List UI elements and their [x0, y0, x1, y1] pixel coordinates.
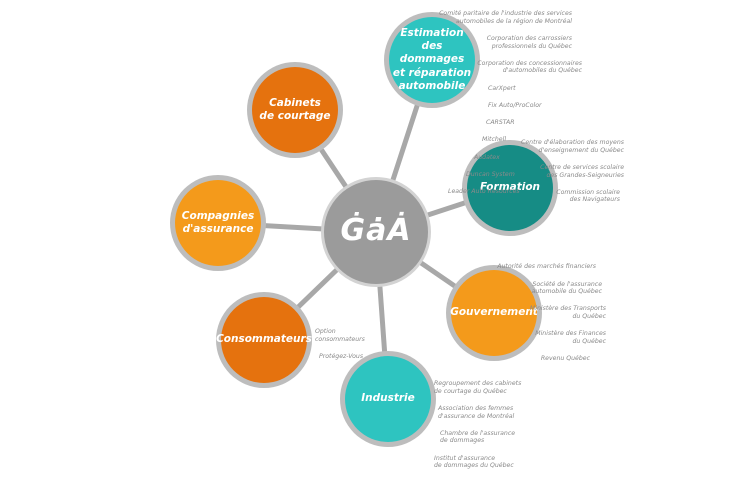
annotation-item: Institut d'assurance de dommages du Québ…	[434, 454, 514, 469]
annotation-item: Option consommateurs	[315, 328, 365, 343]
annotation-item: Association des femmes d'assurance de Mo…	[438, 405, 515, 420]
annotation-item: Centre d'élaboration des moyens d'enseig…	[521, 139, 624, 154]
node-circle-gouvernement	[451, 270, 537, 356]
annotation-item: Société de l'assurance automobile du Qué…	[531, 280, 602, 296]
annotation-item: Commission scolaire des Navigateurs	[556, 188, 620, 204]
ecosystem-diagram: ĠȧȦ Estimation des dommages et réparatio…	[170, 3, 624, 469]
annotation-item: Ministère des Transports du Québec	[529, 305, 606, 320]
annotations-formation: Centre d'élaboration des moyens d'enseig…	[500, 132, 624, 214]
circles	[170, 12, 558, 447]
annotation-item: Centre de services scolaire des Grandes-…	[540, 164, 624, 179]
annotation-item: CarXpert	[488, 84, 516, 92]
annotations-estimation: Comité paritaire de l'industrie des serv…	[400, 3, 582, 205]
annotations-industrie: Regroupement des cabinets de courtage du…	[434, 373, 534, 479]
annotation-item: CARSTAR	[486, 119, 515, 127]
node-circle-cabinets	[252, 67, 338, 153]
annotation-item: Revenu Québec	[540, 354, 590, 362]
annotation-item: Comité paritaire de l'industrie des serv…	[439, 10, 572, 25]
node-circle-formation	[467, 145, 553, 231]
hub-logo: ĠȧȦ	[326, 200, 426, 260]
annotation-item: Leader Auto Resources	[448, 188, 520, 196]
hub-circle	[324, 180, 428, 284]
annotation-item: Chambre de l'assurance de dommages	[440, 429, 516, 445]
annotation-item: Ministère des Finances du Québec	[535, 330, 606, 345]
annotation-item: Corporation des concessionnaires d'autom…	[477, 59, 582, 75]
node-circle-estimation	[389, 17, 475, 103]
annotation-item: Protégez-Vous	[319, 353, 364, 361]
annotation-item: Audatex	[474, 153, 500, 161]
annotation-item: Mitchell	[482, 136, 507, 144]
annotation-item: Corporation des carrossiers professionne…	[486, 35, 572, 50]
node-circle-industrie	[345, 356, 431, 442]
gaa-logo-icon: ĠȧȦ	[340, 212, 412, 248]
annotation-item: Regroupement des cabinets de courtage du…	[434, 380, 522, 395]
annotation-item: Autorité des marchés financiers	[497, 263, 596, 271]
annotations-gouvernement: Autorité des marchés financiers Société …	[490, 256, 606, 372]
annotations-consommateurs: Option consommateurs Protégez-Vous	[315, 321, 385, 370]
annotation-item: Fix Auto/ProColor	[488, 101, 542, 109]
annotation-item: Duncan System	[466, 170, 515, 178]
node-circle-compagnies	[175, 180, 261, 266]
diagram-canvas	[170, 12, 558, 447]
node-circle-consommateurs	[221, 297, 307, 383]
